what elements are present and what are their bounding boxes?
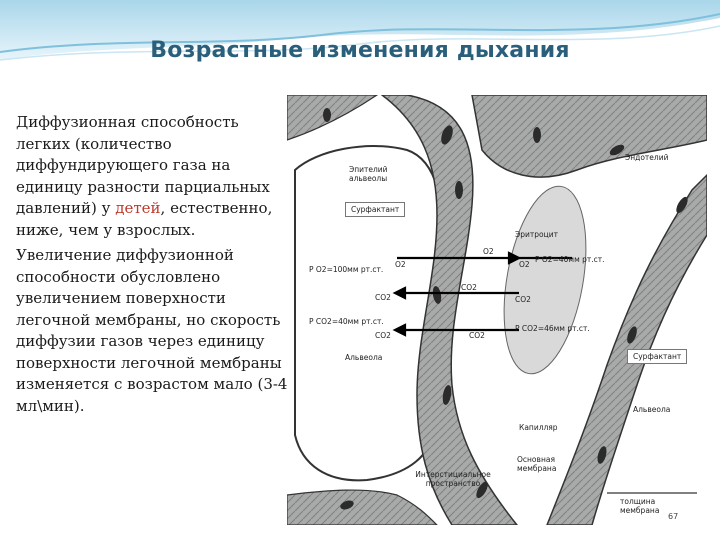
label-epithelium: Эпителий альвеолы: [349, 165, 407, 183]
label-pco2-right: Р СО2=46мм рт.ст.: [515, 324, 590, 333]
label-erythrocyte: Эритроцит: [515, 230, 558, 239]
label-co2-center1: CO2: [461, 283, 477, 292]
label-o2-left: O2: [395, 260, 406, 269]
label-o2-right: O2: [519, 260, 530, 269]
children-highlight: детей: [115, 199, 160, 217]
label-po2-left: Р О2=100мм рт.ст.: [309, 265, 383, 274]
paragraph-diffusion-increase: Увеличение диффузионной способности обус…: [16, 245, 291, 417]
label-alveola-left: Альвеола: [345, 353, 382, 362]
label-membrane-thickness: толщина мембрана: [620, 497, 665, 515]
label-surfactant-right: Сурфактант: [627, 349, 687, 364]
label-co2-left2: CO2: [375, 331, 391, 340]
label-endothelium: Эндотелий: [625, 153, 668, 162]
label-co2-right1: CO2: [515, 295, 531, 304]
slide-body-text: Диффузионная способность легких (количес…: [16, 112, 291, 421]
label-co2-left1: CO2: [375, 293, 391, 302]
label-surfactant-left: Сурфактант: [345, 202, 405, 217]
page-number: 67: [668, 512, 678, 521]
label-interstitial-space: Интерстициальное пространство: [407, 470, 499, 488]
label-pco2-left: Р СО2=40мм рт.ст.: [309, 317, 384, 326]
label-po2-right: Р О2=40мм рт.ст.: [535, 255, 605, 264]
label-o2-center: O2: [483, 247, 494, 256]
label-alveola-right: Альвеола: [633, 405, 670, 414]
label-basement-membrane: Основная мембрана: [517, 455, 579, 473]
slide-title: Возрастные изменения дыхания: [0, 38, 720, 63]
paragraph-diffusion-capacity: Диффузионная способность легких (количес…: [16, 112, 291, 241]
label-capillary: Капилляр: [519, 423, 558, 432]
label-co2-center2: CO2: [469, 331, 485, 340]
alveolar-capillary-diagram: Эпителий альвеолы Эндотелий Сурфактант Э…: [287, 95, 707, 525]
